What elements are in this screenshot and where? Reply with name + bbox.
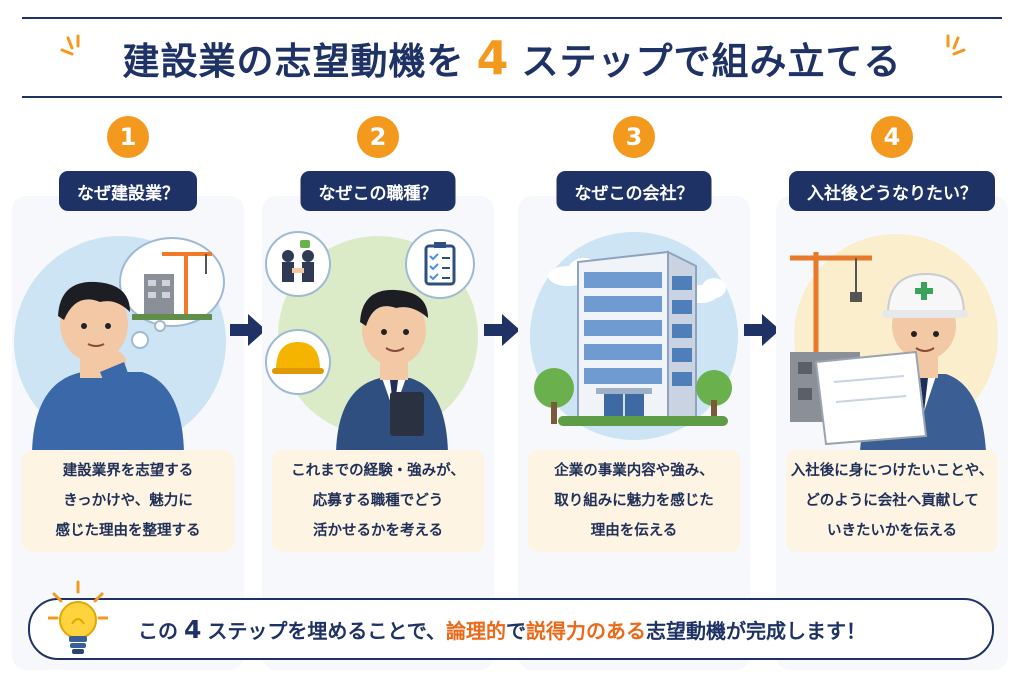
title-pre: 建設業の志望動機を xyxy=(122,40,465,83)
step-description-line: 取り組みに魅力を感じた xyxy=(554,493,714,509)
title-post: ステップで組み立てる xyxy=(521,40,902,83)
step-description: 企業の事業内容や強み、 取り組みに魅力を感じた 理由を伝える xyxy=(528,450,740,552)
summary-post: 志望動機が完成します！ xyxy=(646,618,867,643)
summary-text: この 4 ステップを埋めることで、 論理的 で 説得力のある 志望動機が完成しま… xyxy=(138,600,972,658)
summary-highlight-logical: 論理的 xyxy=(446,618,507,643)
step-description-line: 建設業界を志望する xyxy=(62,463,194,479)
step-description: 建設業界を志望する きっかけや、魅力に 感じた理由を整理する xyxy=(22,450,234,552)
step-description-line: 活かせるかを考える xyxy=(312,523,444,539)
person-with-handshake-checklist-helmet-icon xyxy=(262,212,494,452)
step-number-badge: 3 xyxy=(613,116,655,158)
top-rule xyxy=(22,17,1002,19)
step-description: 入社後に身につけたいことや、 どのように会社へ貢献して いきたいかを伝える xyxy=(786,450,998,552)
step-title: なぜ建設業？ xyxy=(59,171,197,211)
step-number-badge: 4 xyxy=(871,116,913,158)
step-number-badge: 2 xyxy=(357,116,399,158)
light-bulb-icon xyxy=(46,580,110,668)
arrow-right-icon xyxy=(228,310,268,354)
step-description-line: 感じた理由を整理する xyxy=(55,523,201,539)
step-description-line: きっかけや、魅力に xyxy=(63,493,193,509)
step-description-line: いきたいかを伝える xyxy=(826,523,958,539)
summary-mid2: で xyxy=(506,618,527,643)
sparkle-right-icon xyxy=(938,34,966,66)
step-title: 入社後どうなりたい？ xyxy=(789,171,995,211)
summary-highlight-persuasive: 説得力のある xyxy=(526,618,647,643)
title-number: 4 xyxy=(476,31,510,85)
summary-mid: ステップを埋めることで、 xyxy=(207,618,447,643)
worker-with-helmet-icon xyxy=(776,212,1008,452)
step-description-line: 応募する職種でどう xyxy=(312,493,444,509)
step-description-line: 企業の事業内容や強み、 xyxy=(554,463,714,479)
arrow-right-icon xyxy=(742,310,782,354)
page-title: 建設業の志望動機を 4 ステップで組み立てる xyxy=(0,30,1024,86)
step-number-badge: 1 xyxy=(107,116,149,158)
summary-number: 4 xyxy=(184,614,202,644)
step-title: なぜこの職種？ xyxy=(300,171,456,211)
summary-pre: この xyxy=(138,618,178,643)
arrow-right-icon xyxy=(482,310,522,354)
sparkle-left-icon xyxy=(60,34,88,66)
step-description-line: 入社後に身につけたいことや、 xyxy=(790,463,994,479)
summary-banner: この 4 ステップを埋めることで、 論理的 で 説得力のある 志望動機が完成しま… xyxy=(28,598,994,660)
step-description-line: これまでの経験・強みが、 xyxy=(291,463,465,479)
step-description-line: 理由を伝える xyxy=(590,523,678,539)
person-thinking-icon xyxy=(12,212,244,452)
step-title: なぜこの会社？ xyxy=(556,171,712,211)
step-description-line: どのように会社へ貢献して xyxy=(805,493,979,509)
bottom-rule xyxy=(22,96,1002,98)
office-building-icon xyxy=(518,212,750,452)
step-description: これまでの経験・強みが、 応募する職種でどう 活かせるかを考える xyxy=(272,450,484,552)
